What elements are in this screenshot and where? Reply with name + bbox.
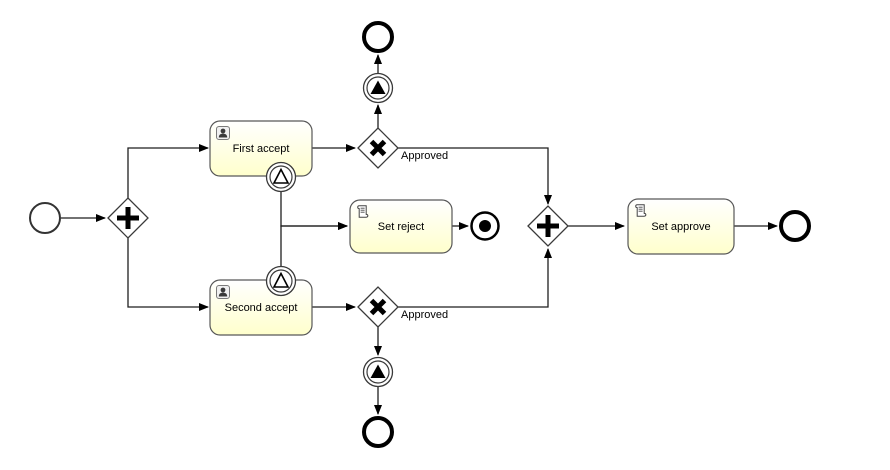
signal-boundary-event-second-accept [265,265,297,297]
parallel-gateway-fork [107,197,149,239]
end-event-right [779,210,811,242]
task-set-approve: Set approve [627,198,735,255]
x-icon [369,298,387,316]
signal-triangle-icon [272,271,290,288]
terminate-end-event [470,211,500,241]
end-event-circle [779,210,811,242]
task-shape [349,199,453,254]
script-task-icon [357,205,369,218]
script-task-icon [635,204,647,217]
sequence-flow-boundary1-to-set-reject [280,192,348,230]
exclusive-gateway-top [357,127,399,169]
event-inner-circle [269,269,293,293]
sequence-flow-approved-bottom-to-join [398,248,552,308]
terminate-inner-dot-icon [479,220,491,232]
sequence-flows [61,54,778,415]
signal-filled-triangle-icon [370,80,386,94]
sequence-flow-approved-top-to-join [398,147,552,205]
exclusive-gateway-bottom [357,286,399,328]
sequence-flow-boundary2-to-set-reject [280,222,348,266]
user-task-icon [216,126,230,140]
task-set-reject: Set reject [349,199,453,254]
event-inner-circle [269,165,293,189]
task-shape [209,120,313,177]
signal-boundary-event-first-accept [265,161,297,193]
x-icon [369,139,387,157]
parallel-gateway-join [527,205,569,247]
edge-label-approved-top: Approved [401,150,448,162]
task-label: First accept [233,143,290,155]
sequence-flow-fork-to-first-accept [127,144,209,198]
sequence-flow-fork-to-second-accept [127,238,209,311]
end-event-circle [362,21,394,53]
event-inner-circle [366,360,390,384]
user-task-icon [216,285,230,299]
task-label: Second accept [225,302,298,314]
task-shape [627,198,735,255]
end-event-top [362,21,394,53]
signal-triangle-icon [272,167,290,184]
edge-label-approved-bottom: Approved [401,309,448,321]
start-event [29,202,61,234]
plus-icon [537,215,559,237]
signal-throw-event-top [362,72,394,104]
end-event-bottom [362,416,394,448]
start-event-circle [29,202,61,234]
task-second-accept: Second accept [209,279,313,336]
plus-icon [117,207,139,229]
task-label: Set approve [651,221,710,233]
event-inner-circle [366,76,390,100]
signal-throw-event-bottom [362,356,394,388]
task-label: Set reject [378,221,424,233]
signal-filled-triangle-icon [370,364,386,378]
end-event-circle [362,416,394,448]
task-first-accept: First accept [209,120,313,177]
